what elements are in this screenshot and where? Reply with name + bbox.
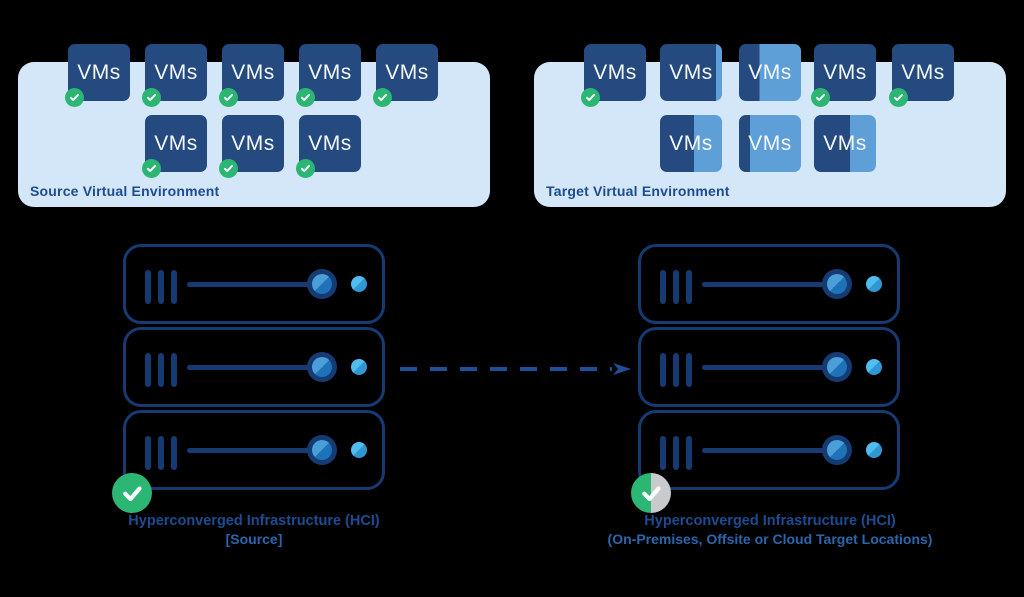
server-slots-icon (145, 353, 177, 387)
checkmark-glyph (146, 164, 157, 173)
checkmark-glyph (223, 164, 234, 173)
vm-check-icon (373, 88, 392, 107)
vm-check-icon (219, 88, 238, 107)
server-unit (638, 410, 900, 490)
vm-label: VMs (823, 132, 867, 155)
server-unit (123, 410, 385, 490)
server-unit (123, 327, 385, 407)
vm-label: VMs (154, 132, 198, 155)
vm-label: VMs (593, 61, 637, 84)
vm-box: VMs (660, 115, 722, 172)
checkmark-glyph (300, 164, 311, 173)
hci-status-check-icon (631, 473, 671, 513)
source-hci-subtitle: [Source] (225, 531, 283, 547)
checkmark-glyph (223, 93, 234, 102)
vm-box: VMs (296, 115, 361, 178)
vm-box: VMs (739, 115, 801, 172)
server-unit (638, 327, 900, 407)
checkmark-glyph (377, 93, 388, 102)
server-led-icon (351, 359, 367, 375)
vm-check-icon (889, 88, 908, 107)
target-hci-subtitle: (On-Premises, Offsite or Cloud Target Lo… (607, 531, 933, 547)
checkmark-glyph (815, 93, 826, 102)
vm-label: VMs (748, 61, 792, 84)
vm-label: VMs (77, 61, 121, 84)
dashed-arrow-icon (400, 363, 631, 375)
vm-check-icon (811, 88, 830, 107)
vm-box: VMs (65, 44, 130, 107)
vm-label: VMs (308, 132, 352, 155)
vm-box: VMs (142, 44, 207, 107)
server-led-icon (866, 276, 882, 292)
server-rail-icon (187, 448, 313, 453)
server-slots-icon (145, 270, 177, 304)
server-rail-icon (187, 282, 313, 287)
vm-box: VMs (219, 44, 284, 107)
hci-status-check-icon (112, 473, 152, 513)
vm-label: VMs (748, 132, 792, 155)
vm-label: VMs (231, 61, 275, 84)
server-led-icon (866, 442, 882, 458)
vm-label: VMs (669, 61, 713, 84)
vm-box: VMs (373, 44, 438, 107)
vm-check-icon (581, 88, 600, 107)
vm-check-icon (219, 159, 238, 178)
vm-box: VMs (219, 115, 284, 178)
server-knob-icon (822, 352, 852, 382)
vm-check-icon (142, 159, 161, 178)
server-led-icon (351, 276, 367, 292)
server-rail-icon (702, 365, 828, 370)
checkmark-glyph (300, 93, 311, 102)
checkmark-glyph (146, 93, 157, 102)
target-hci-label: Hyperconverged Infrastructure (HCI) (On-… (570, 512, 970, 548)
migration-arrow (398, 360, 634, 378)
vm-label: VMs (669, 132, 713, 155)
server-slots-icon (660, 353, 692, 387)
server-slots-icon (145, 436, 177, 470)
checkmark-glyph (69, 93, 80, 102)
source-hci-title: Hyperconverged Infrastructure (HCI) (128, 513, 380, 529)
server-knob-icon (822, 435, 852, 465)
vm-check-icon (142, 88, 161, 107)
checkmark-glyph (642, 486, 661, 502)
vm-check-icon (296, 159, 315, 178)
server-rail-icon (187, 365, 313, 370)
vm-label: VMs (823, 61, 867, 84)
vm-box: VMs (296, 44, 361, 107)
server-slots-icon (660, 436, 692, 470)
source-environment-label: Source Virtual Environment (30, 183, 220, 199)
server-slots-icon (660, 270, 692, 304)
server-knob-icon (822, 269, 852, 299)
source-hci-label: Hyperconverged Infrastructure (HCI) [Sou… (104, 512, 404, 548)
target-hci-title: Hyperconverged Infrastructure (HCI) (644, 513, 896, 529)
server-unit (123, 244, 385, 324)
vm-label: VMs (154, 61, 198, 84)
server-knob-icon (307, 269, 337, 299)
checkmark-glyph (123, 486, 142, 502)
server-knob-icon (307, 435, 337, 465)
vm-box: VMs (814, 115, 876, 172)
vm-box: VMs (811, 44, 876, 107)
vm-box: VMs (581, 44, 646, 107)
server-rail-icon (702, 282, 828, 287)
vm-label: VMs (308, 61, 352, 84)
server-knob-icon (307, 352, 337, 382)
vm-box: VMs (142, 115, 207, 178)
vm-label: VMs (385, 61, 429, 84)
checkmark-glyph (585, 93, 596, 102)
server-led-icon (351, 442, 367, 458)
vm-box: VMs (889, 44, 954, 107)
vm-check-icon (296, 88, 315, 107)
vm-check-icon (65, 88, 84, 107)
vm-label: VMs (231, 132, 275, 155)
vm-box: VMs (660, 44, 722, 101)
checkmark-glyph (893, 93, 904, 102)
vm-label: VMs (901, 61, 945, 84)
server-unit (638, 244, 900, 324)
target-environment-label: Target Virtual Environment (546, 183, 730, 199)
vm-box: VMs (739, 44, 801, 101)
server-led-icon (866, 359, 882, 375)
server-rail-icon (702, 448, 828, 453)
